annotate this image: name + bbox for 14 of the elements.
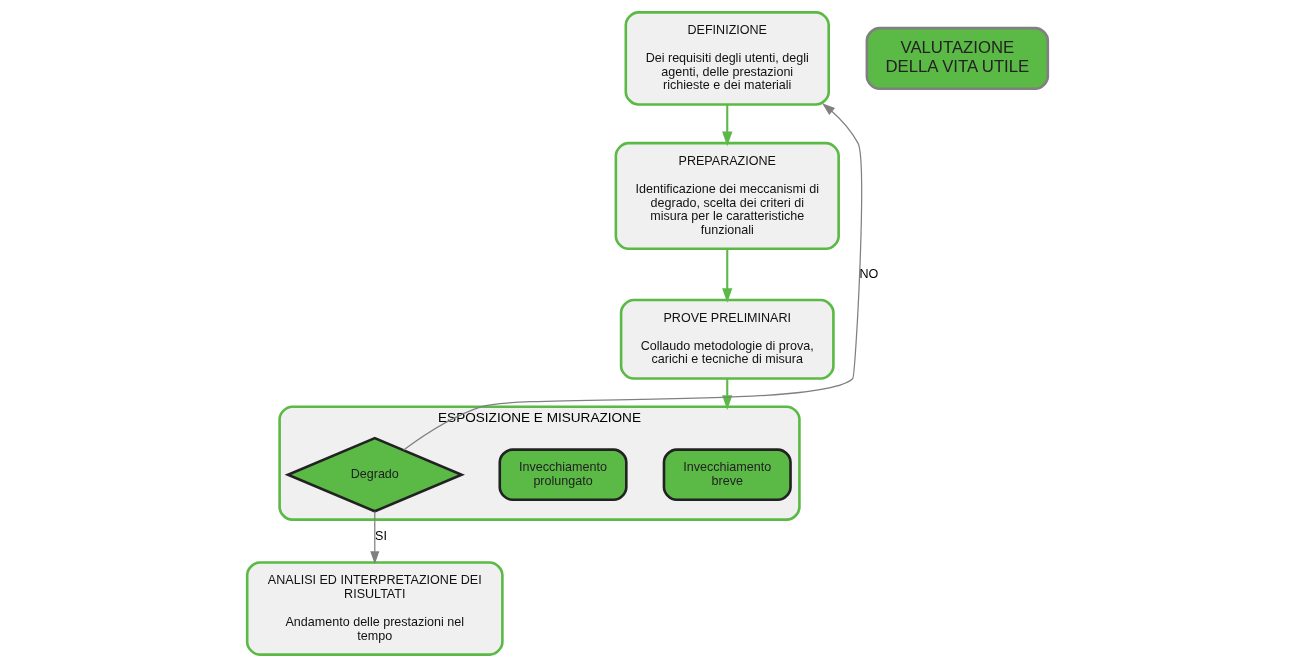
node-box: Invecchiamento breve bbox=[662, 448, 792, 502]
node-box: Invecchiamento prolungato bbox=[498, 448, 628, 502]
node-box: VALUTAZIONE DELLA VITA UTILE bbox=[865, 26, 1050, 91]
arrow bbox=[403, 103, 863, 451]
node-box: DEFINIZIONE Dei requisiti degli utenti, degli agenti, delle prestazioni richieste e dei materiali bbox=[624, 11, 830, 106]
arrow bbox=[722, 104, 733, 147]
arrow bbox=[722, 248, 733, 303]
node-box: PREPARAZIONE Identificazione dei meccanismi di degrado, scelta dei criteri di misura per le caratteristiche funzionali bbox=[614, 141, 840, 251]
node-box: ANALISI ED INTERPRETAZIONE DEI RISULTATI Andamento delle prestazioni nel tempo bbox=[245, 561, 504, 656]
node-diamond: Degrado bbox=[284, 436, 465, 513]
arrow bbox=[370, 510, 380, 565]
edge-label: NO bbox=[859, 266, 879, 281]
edge-label: SI bbox=[375, 529, 387, 544]
node-box: PROVE PRELIMINARI Collaudo metodologie di prova, carichi e tecniche di misura bbox=[619, 298, 835, 380]
